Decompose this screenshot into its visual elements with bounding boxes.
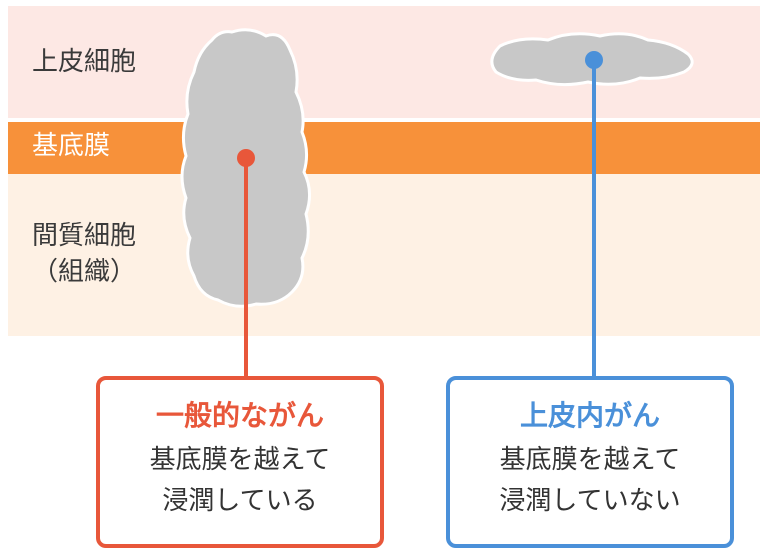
basement-membrane-label: 基底膜: [32, 131, 111, 161]
in-situ-cancer-card: 上皮内がん 基底膜を越えて 浸潤していない: [446, 376, 734, 548]
in-situ-cancer-description: 基底膜を越えて 浸潤していない: [499, 445, 681, 516]
invasive-cancer-card: 一般的ながん 基底膜を越えて 浸潤している: [96, 376, 384, 548]
invasive-cancer-title: 一般的ながん: [155, 399, 324, 432]
stroma-label: 間質細胞 （組織）: [32, 221, 137, 288]
in-situ-cancer-title: 上皮内がん: [519, 399, 660, 432]
in-situ-marker-dot: [585, 51, 603, 69]
epithelium-label: 上皮細胞: [32, 47, 137, 77]
stroma-layer: [8, 174, 760, 336]
invasive-cancer-description: 基底膜を越えて 浸潤している: [149, 445, 331, 516]
basement-membrane-layer: [8, 122, 760, 174]
invasive-marker-dot: [237, 149, 255, 167]
